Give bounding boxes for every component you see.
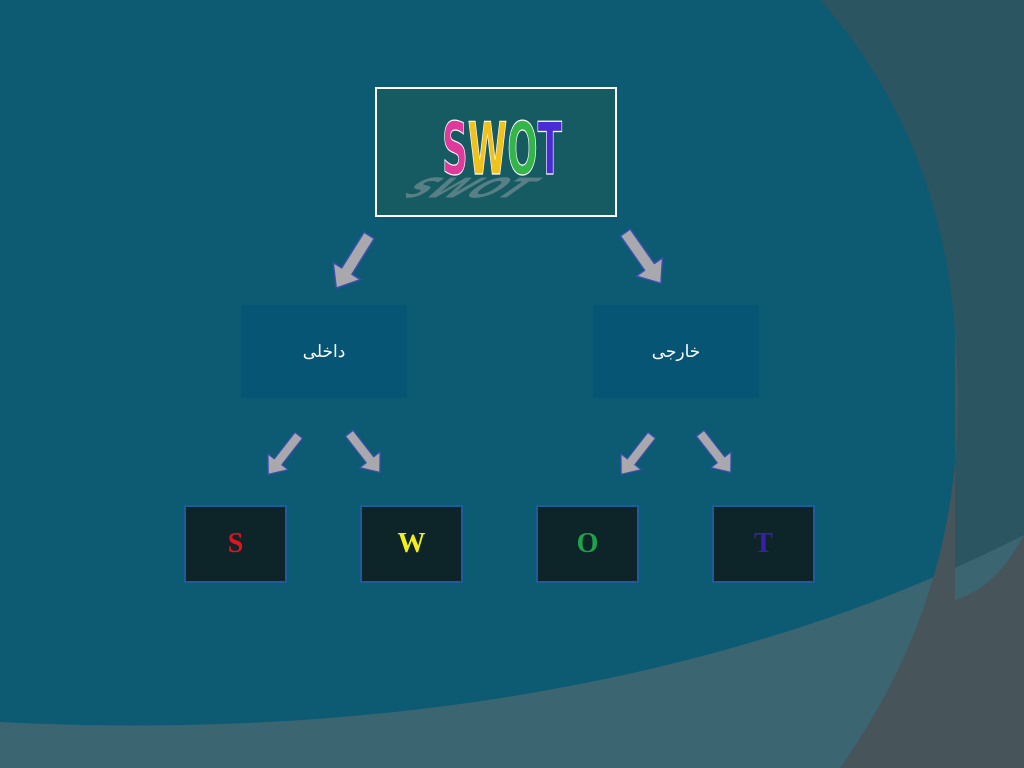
external-factors-box: خارجی (593, 305, 759, 398)
threats-box: T (712, 505, 815, 583)
strengths-box: S (184, 505, 287, 583)
swot-title-letter: S (442, 107, 468, 191)
swot-title-box: SWOT SWOT (375, 87, 617, 217)
bottom-curved-band (0, 535, 1024, 768)
corner-overlap-band (840, 330, 1024, 768)
swot-title-letter: W (468, 107, 507, 191)
swot-wordart: SWOT SWOT (406, 106, 563, 202)
swot-title-text: SWOT (442, 107, 562, 191)
weaknesses-letter: W (397, 528, 426, 559)
opportunities-box: O (536, 505, 639, 583)
strengths-letter: S (227, 528, 244, 559)
swot-title-letter: O (507, 107, 537, 191)
swot-title-letter: T (538, 107, 562, 191)
weaknesses-box: W (360, 505, 463, 583)
internal-label: داخلی (302, 341, 346, 361)
external-label: خارجی (651, 341, 701, 361)
internal-factors-box: داخلی (241, 305, 407, 398)
threats-letter: T (754, 528, 773, 559)
opportunities-letter: O (576, 528, 599, 559)
